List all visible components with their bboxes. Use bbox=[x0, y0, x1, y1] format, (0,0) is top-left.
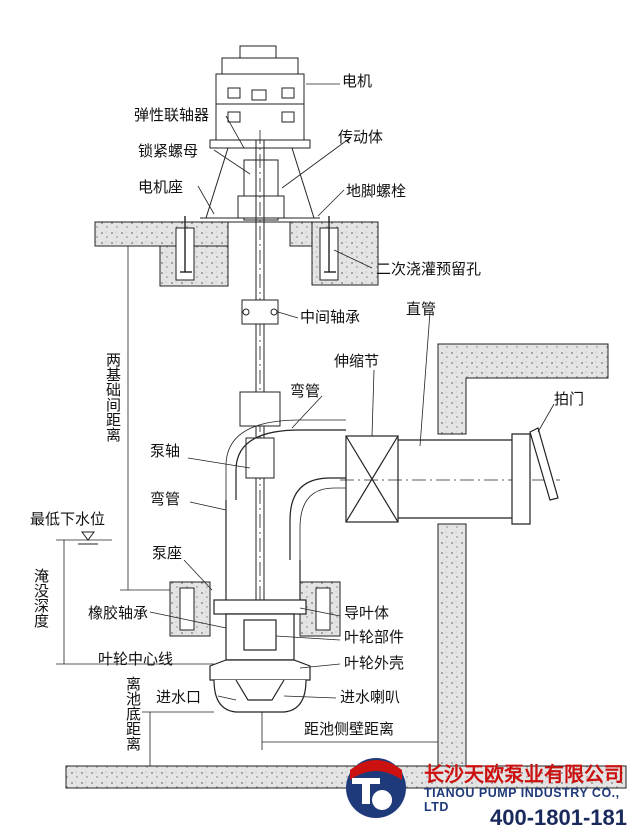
label-motor-seat: 电机座 bbox=[138, 178, 184, 196]
label-inlet: 进水口 bbox=[156, 688, 202, 706]
motor-seat bbox=[200, 147, 320, 223]
label-pump-shaft: 泵轴 bbox=[150, 442, 181, 460]
impeller-assembly bbox=[209, 599, 311, 713]
label-straight-pipe: 直管 bbox=[406, 300, 437, 318]
lower-pockets bbox=[179, 587, 331, 631]
label-flap-valve: 拍门 bbox=[554, 390, 585, 408]
shaft-coupling bbox=[239, 391, 281, 479]
label-expansion-joint: 伸缩节 bbox=[334, 352, 380, 370]
label-anchor-bolt: 地脚螺栓 bbox=[346, 182, 407, 200]
label-lock-nut: 锁紧螺母 bbox=[138, 142, 199, 160]
label-bottom-distance: 离池底距离 bbox=[124, 676, 142, 751]
label-motor: 电机 bbox=[342, 72, 373, 90]
outlet-elbow bbox=[225, 419, 346, 560]
label-grout-hole: 二次浇灌预留孔 bbox=[376, 260, 482, 278]
flap-valve bbox=[511, 427, 559, 525]
water-level-marker bbox=[78, 531, 98, 545]
right-wall bbox=[437, 343, 609, 781]
label-coupling: 弹性联轴器 bbox=[134, 106, 210, 124]
label-pump-base: 泵座 bbox=[152, 544, 183, 562]
label-impeller-parts: 叶轮部件 bbox=[344, 628, 405, 646]
leader-lines bbox=[149, 83, 555, 701]
label-impeller-casing: 叶轮外壳 bbox=[344, 654, 405, 672]
label-floor-distance: 两基础间距离 bbox=[104, 352, 122, 442]
anchor-bolts bbox=[180, 216, 336, 273]
dimension-lines bbox=[56, 245, 438, 766]
label-submergence: 淹没深度 bbox=[32, 568, 50, 628]
label-bell-mouth: 进水喇叭 bbox=[340, 688, 401, 706]
middle-bearing-part bbox=[241, 299, 279, 325]
pump-column bbox=[225, 500, 301, 600]
label-rubber-bearing: 橡胶轴承 bbox=[88, 604, 149, 622]
label-impeller-center: 叶轮中心线 bbox=[98, 650, 174, 668]
expansion-joint bbox=[345, 435, 399, 523]
label-guide-vane: 导叶体 bbox=[344, 604, 390, 622]
straight-pipe bbox=[340, 439, 560, 519]
label-transmission: 传动体 bbox=[338, 128, 384, 146]
label-min-water-level: 最低下水位 bbox=[30, 510, 106, 528]
brand-name-en: TIANOU PUMP INDUSTRY CO., LTD bbox=[424, 786, 620, 814]
label-middle-bearing: 中间轴承 bbox=[300, 308, 361, 326]
label-elbow-upper: 弯管 bbox=[290, 382, 321, 400]
brand-phone: 400-1801-181 bbox=[490, 805, 628, 830]
label-elbow-lower: 弯管 bbox=[150, 490, 181, 508]
company-logo-mark bbox=[346, 758, 406, 818]
label-side-wall-distance: 距池侧壁距离 bbox=[304, 720, 395, 738]
brand-name-cn: 长沙天欧泵业有限公司 bbox=[424, 762, 624, 786]
